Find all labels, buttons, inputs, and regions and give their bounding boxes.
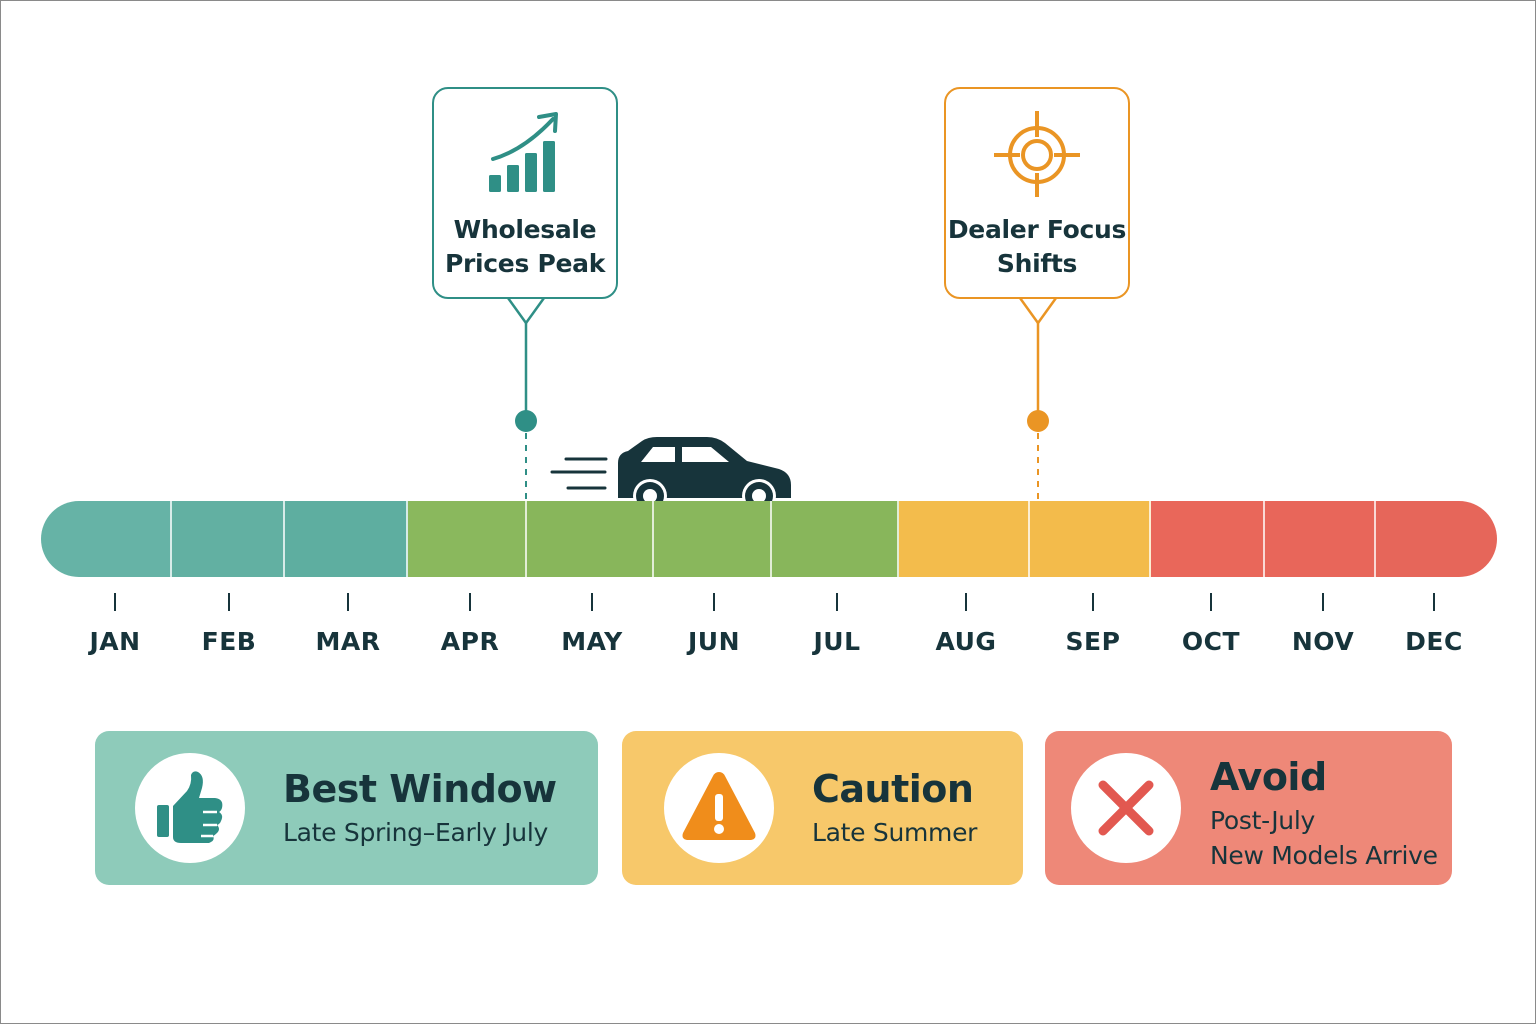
caution-card: Caution Late Summer [622, 731, 1023, 885]
month-oct: OCT [1161, 593, 1261, 656]
timeline-segment-mar [285, 501, 408, 577]
caution-title: Caution [812, 767, 974, 811]
timeline-segment-jun [654, 501, 772, 577]
month-tick [713, 593, 715, 611]
wholesale-connector [506, 297, 546, 501]
month-nov: NOV [1273, 593, 1373, 656]
best-window-title: Best Window [283, 767, 557, 811]
month-jul: JUL [787, 593, 887, 656]
month-dec: DEC [1384, 593, 1484, 656]
month-tick [965, 593, 967, 611]
month-feb: FEB [179, 593, 279, 656]
month-may: MAY [542, 593, 642, 656]
month-apr: APR [420, 593, 520, 656]
timeline-segment-sep [1030, 501, 1151, 577]
month-mar: MAR [298, 593, 398, 656]
month-label: SEP [1065, 627, 1121, 656]
month-label: MAY [561, 627, 623, 656]
caution-subtitle: Late Summer [812, 818, 978, 847]
month-tick [347, 593, 349, 611]
target-icon [994, 111, 1080, 197]
month-aug: AUG [916, 593, 1016, 656]
month-tick [1092, 593, 1094, 611]
month-label: APR [440, 627, 500, 656]
avoid-subtitle: Post-July New Models Arrive [1210, 806, 1438, 870]
month-tick [114, 593, 116, 611]
month-tick [591, 593, 593, 611]
wholesale-prices-label: Wholesale Prices Peak [444, 215, 606, 278]
dealer-connector [1018, 297, 1058, 501]
month-tick [836, 593, 838, 611]
avoid-icon-circle [1071, 753, 1181, 863]
timeline-segment-aug [899, 501, 1030, 577]
timeline-segment-jan [41, 501, 172, 577]
month-label: JUL [813, 627, 861, 656]
month-jun: JUN [664, 593, 764, 656]
month-tick [1322, 593, 1324, 611]
timeline-bar [41, 501, 1497, 577]
close-x-icon [1098, 780, 1154, 836]
warning-icon [682, 772, 756, 840]
month-label: MAR [315, 627, 381, 656]
best-window-subtitle: Late Spring–Early July [283, 818, 548, 847]
month-label: OCT [1181, 627, 1241, 656]
avoid-title: Avoid [1210, 755, 1327, 799]
month-label: AUG [935, 627, 997, 656]
timeline-segment-nov [1265, 501, 1376, 577]
month-tick [1433, 593, 1435, 611]
speed-lines-icon [550, 457, 608, 490]
timeline-segment-jul [772, 501, 899, 577]
wholesale-prices-callout: Wholesale Prices Peak [432, 87, 618, 299]
timeline-segment-feb [172, 501, 285, 577]
month-label: DEC [1405, 627, 1463, 656]
best-window-icon-circle [135, 753, 245, 863]
month-label: JAN [89, 627, 141, 656]
timeline-segment-oct [1151, 501, 1265, 577]
month-label: FEB [201, 627, 257, 656]
month-tick [1210, 593, 1212, 611]
dealer-focus-label: Dealer Focus Shifts [947, 215, 1127, 278]
month-tick [228, 593, 230, 611]
timeline-segment-may [527, 501, 654, 577]
best-window-card: Best Window Late Spring–Early July [95, 731, 598, 885]
month-label: JUN [687, 627, 741, 656]
month-label: NOV [1291, 627, 1355, 656]
avoid-card: Avoid Post-July New Models Arrive [1045, 731, 1452, 885]
timeline-segment-apr [408, 501, 527, 577]
dealer-focus-callout: Dealer Focus Shifts [944, 87, 1130, 299]
timeline-segment-dec [1376, 501, 1497, 577]
month-jan: JAN [65, 593, 165, 656]
thumbs-up-icon [157, 771, 223, 843]
month-sep: SEP [1043, 593, 1143, 656]
growth-chart-icon [489, 112, 558, 192]
caution-icon-circle [664, 753, 774, 863]
month-tick [469, 593, 471, 611]
